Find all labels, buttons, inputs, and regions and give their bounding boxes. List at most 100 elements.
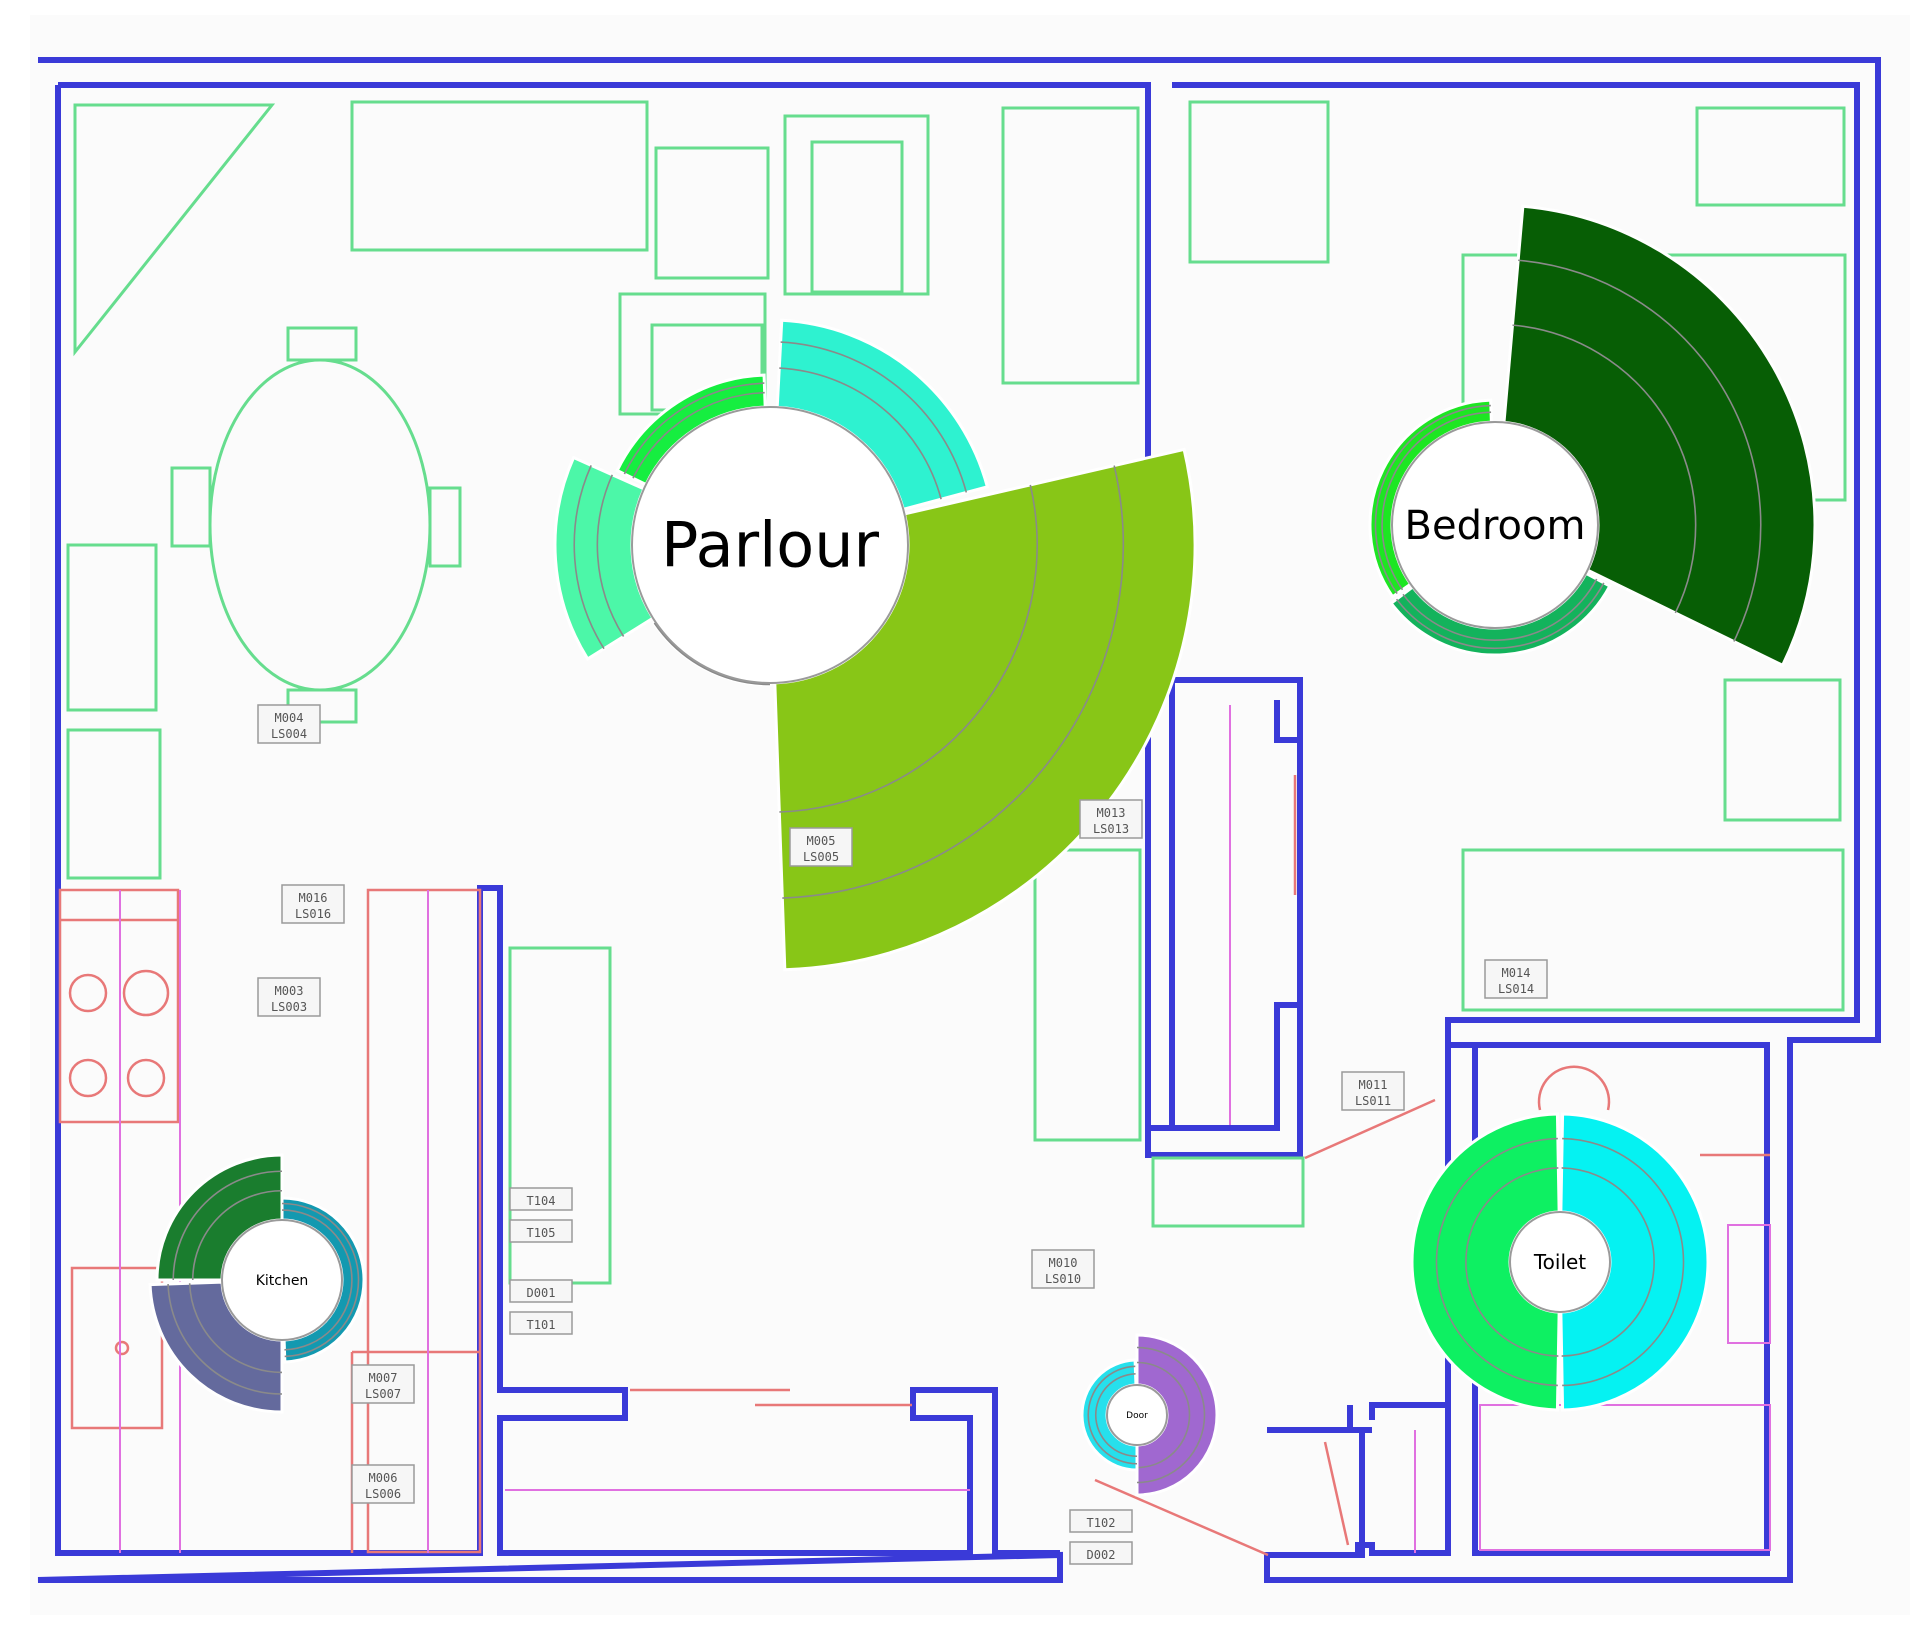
sink <box>70 1266 164 1430</box>
bedroom-door <box>1304 1098 1436 1160</box>
entry-door <box>1094 1478 1269 1557</box>
sensor-box <box>1341 1071 1405 1111</box>
sideboard <box>350 100 649 252</box>
sensor-id: D002 <box>1087 1548 1116 1562</box>
sensor-id: LS006 <box>365 1487 401 1501</box>
shelf-right <box>1001 106 1140 385</box>
sensor-box <box>509 1187 573 1211</box>
segment-guide-arc <box>167 1283 283 1395</box>
segment-guide-arc <box>779 367 942 500</box>
sensor-t104: T104 <box>509 1187 573 1211</box>
sensor-id: M016 <box>299 891 328 905</box>
sensor-box <box>1069 1541 1133 1565</box>
bed-shelf <box>1695 106 1846 207</box>
room-chart-door: Door <box>1080 1333 1219 1497</box>
sensor-id: LS007 <box>365 1387 401 1401</box>
wardrobe-inner <box>810 140 904 294</box>
segment-guide-arc <box>1381 411 1492 591</box>
sensor-box <box>1031 1249 1095 1289</box>
sensor-id: M013 <box>1097 806 1126 820</box>
chart-center-disc <box>222 1220 342 1340</box>
segment-guide-arc <box>1435 1137 1558 1387</box>
sensor-id: LS016 <box>295 907 331 921</box>
sensor-box <box>1484 959 1548 999</box>
sensor-id: M004 <box>275 711 304 725</box>
chart-inner-ring <box>221 1219 343 1341</box>
sensor-id: LS010 <box>1045 1272 1081 1286</box>
segment-guide-arc <box>623 382 765 475</box>
chart-inner-ring <box>1509 1211 1611 1313</box>
toilet-bowl <box>1727 1224 1771 1344</box>
segment-guide-arc <box>1561 1167 1656 1357</box>
chart-center-disc <box>1510 1212 1610 1312</box>
sensor-box <box>1079 799 1143 839</box>
chair-top <box>286 326 358 362</box>
room-label: Door <box>1126 1411 1148 1421</box>
sensor-id: T101 <box>527 1318 556 1332</box>
sensor-box <box>789 827 853 867</box>
sensor-id: LS005 <box>803 850 839 864</box>
bathtub <box>1479 1404 1771 1551</box>
kitchen-fixtures <box>58 705 1771 1554</box>
outer-wall <box>37 57 1881 1583</box>
segment-guide-arc <box>188 1283 283 1374</box>
burner-3 <box>68 1058 108 1098</box>
sensor-id: M003 <box>275 984 304 998</box>
sensor-id: M007 <box>369 1371 398 1385</box>
sensor-box <box>351 1364 415 1404</box>
chart-center-disc <box>1392 422 1598 628</box>
sensor-id: T105 <box>527 1226 556 1240</box>
room-chart-kitchen: Kitchen <box>148 1153 366 1414</box>
chair-right <box>428 486 462 568</box>
sensor-id: T102 <box>1087 1516 1116 1530</box>
walls <box>37 57 1881 1583</box>
sink-drain <box>114 1340 130 1356</box>
sensor-d002: D002 <box>1069 1541 1133 1565</box>
toilet-seat <box>1537 1065 1611 1111</box>
sensor-box <box>351 1464 415 1504</box>
sensor-id: LS004 <box>271 727 307 741</box>
segment-guide-arc <box>632 391 765 479</box>
sensor-id: M006 <box>369 1471 398 1485</box>
sensor-t101: T101 <box>509 1311 573 1335</box>
sensor-id: LS013 <box>1093 822 1129 836</box>
room-label: Bedroom <box>1405 503 1586 549</box>
sensor-id: LS014 <box>1498 982 1534 996</box>
sensor-id: M005 <box>807 834 836 848</box>
sensor-box <box>257 704 321 744</box>
segment-guide-arc <box>596 474 625 637</box>
chart-inner-ring <box>631 406 909 684</box>
segment-guide-arc <box>573 465 605 650</box>
segment-guide-arc <box>1136 1361 1191 1469</box>
segment-guide-arc <box>779 484 1038 813</box>
bed-nightstand <box>1188 100 1330 264</box>
sensor-box <box>257 977 321 1017</box>
cabinet-small <box>654 146 770 280</box>
room-label: Toilet <box>1533 1250 1586 1274</box>
sensor-id: LS011 <box>1355 1094 1391 1108</box>
room-chart-bedroom: Bedroom <box>1368 204 1817 668</box>
furniture <box>66 100 1847 1285</box>
segment-guide-arc <box>653 622 771 686</box>
sensor-box <box>281 884 345 924</box>
segment-guide-arc <box>1512 324 1697 614</box>
segment-guide-arc <box>1518 259 1762 642</box>
sensor-box <box>509 1219 573 1243</box>
sensor-t105: T105 <box>509 1219 573 1243</box>
chart-inner-ring <box>1391 421 1599 629</box>
entry-mat <box>1151 1156 1305 1228</box>
room-chart-parlour: Parlour <box>553 318 1197 972</box>
doors <box>630 775 1436 1557</box>
burner-4 <box>126 1058 166 1098</box>
sensor-t102: T102 <box>1069 1509 1133 1533</box>
sensor-d001: D001 <box>509 1279 573 1303</box>
chart-inner-ring <box>1106 1384 1168 1446</box>
